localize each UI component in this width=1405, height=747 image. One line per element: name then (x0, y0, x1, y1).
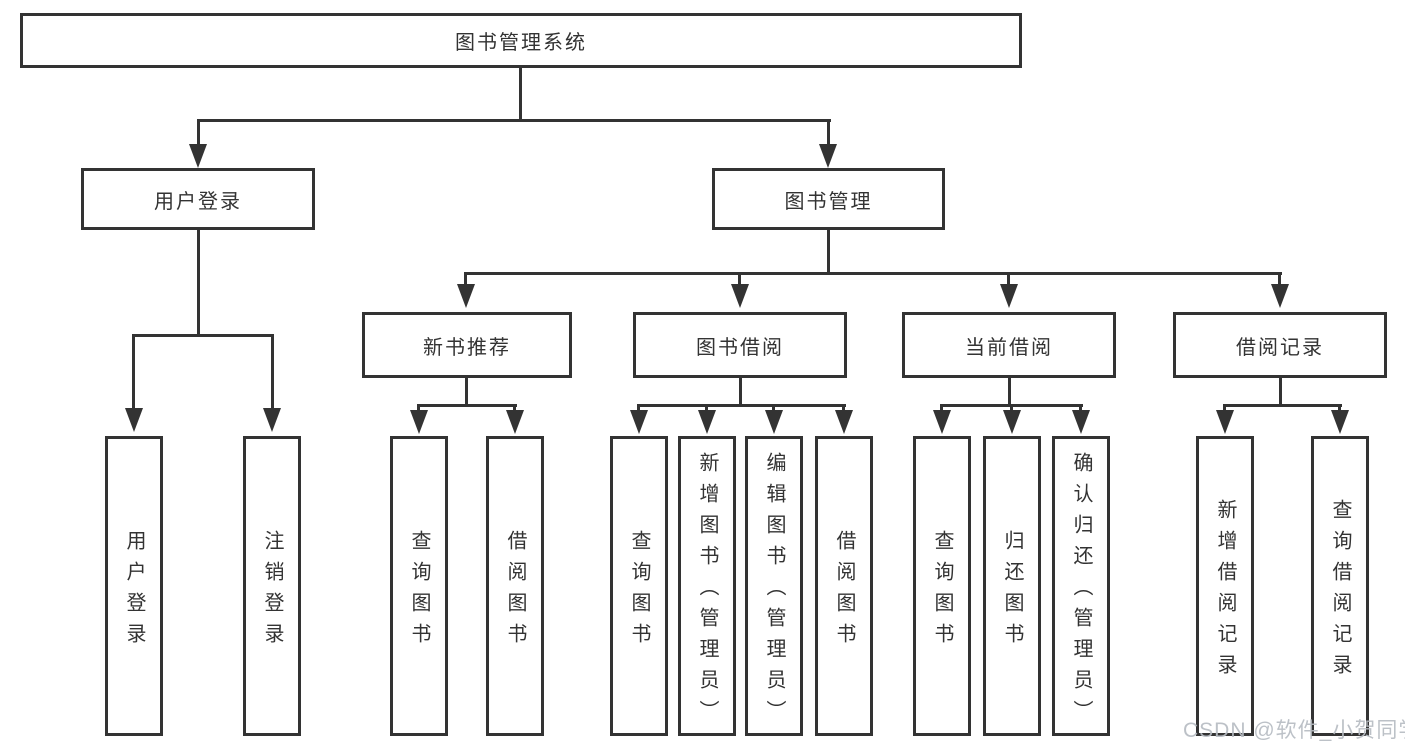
leaf-query-book-3-label: 查询图书 (931, 529, 953, 654)
leaf-confirm-return-admin-label: 确认归还（管理员） (1070, 452, 1092, 731)
arrow-down-book-borrowing (731, 284, 749, 308)
leaf-add-book-admin: 新增图书（管理员） (678, 436, 736, 736)
arrow-down-current-borrowing (1000, 284, 1018, 308)
connector-user-login-drop (197, 230, 200, 336)
arrow-down-add-book (698, 410, 716, 434)
connector-borrowing-records-drop (1279, 378, 1282, 407)
leaf-edit-book-admin: 编辑图书（管理员） (745, 436, 803, 736)
node-book-management-label: 图书管理 (784, 190, 873, 213)
arrow-down-confirm-return (1072, 410, 1090, 434)
leaf-query-book-3: 查询图书 (913, 436, 971, 736)
connector-stem-return-book (1010, 404, 1013, 412)
connector-stem-borrow-book-2 (842, 404, 845, 412)
leaf-return-book-label: 归还图书 (1001, 529, 1023, 654)
connector-stem-add-record (1223, 404, 1226, 412)
node-user-login-label: 用户登录 (154, 190, 242, 213)
leaf-add-borrow-record-label: 新增借阅记录 (1214, 498, 1236, 685)
leaf-add-borrow-record: 新增借阅记录 (1196, 436, 1254, 736)
connector-new-book-drop (465, 378, 468, 407)
leaf-query-book-1: 查询图书 (390, 436, 448, 736)
leaf-logout: 注销登录 (243, 436, 301, 736)
connector-user-login-rail (132, 334, 274, 337)
connector-stem-edit-book (772, 404, 775, 412)
connector-stem-query-book-1 (417, 404, 420, 412)
arrow-down-user-login (189, 144, 207, 168)
node-current-borrowing: 当前借阅 (902, 312, 1116, 378)
connector-stem-book-borrowing (738, 272, 741, 286)
node-borrowing-records: 借阅记录 (1173, 312, 1387, 378)
connector-book-management-drop (827, 230, 830, 274)
leaf-add-book-admin-label: 新增图书（管理员） (696, 452, 718, 731)
connector-borrowing-records-rail (1223, 404, 1342, 407)
leaf-query-book-1-label: 查询图书 (408, 529, 430, 654)
node-book-management: 图书管理 (712, 168, 945, 230)
leaf-query-book-2: 查询图书 (610, 436, 668, 736)
connector-level3-rail (465, 272, 1282, 275)
connector-book-borrowing-rail (637, 404, 846, 407)
arrow-down-borrow-book-1 (506, 410, 524, 434)
connector-stem-new-book (464, 272, 467, 286)
arrow-down-query-record (1331, 410, 1349, 434)
connector-stem-login (132, 334, 135, 408)
node-book-borrowing: 图书借阅 (633, 312, 847, 378)
node-current-borrowing-label: 当前借阅 (965, 336, 1053, 359)
leaf-user-login-label: 用户登录 (123, 529, 145, 654)
leaf-edit-book-admin-label: 编辑图书（管理员） (763, 452, 785, 731)
connector-stem-book-management (827, 119, 830, 147)
arrow-down-query-book-1 (410, 410, 428, 434)
connector-stem-borrowing-records (1278, 272, 1281, 286)
connector-stem-logout (271, 334, 274, 408)
csdn-watermark: CSDN @软件_小贺同学 (1183, 719, 1405, 742)
node-borrowing-records-label: 借阅记录 (1236, 336, 1324, 359)
connector-level1-rail (197, 119, 831, 122)
node-new-book-recommend: 新书推荐 (362, 312, 572, 378)
arrow-down-query-book-2 (630, 410, 648, 434)
leaf-query-book-2-label: 查询图书 (628, 529, 650, 654)
arrow-down-login (125, 408, 143, 432)
arrow-down-edit-book (765, 410, 783, 434)
arrow-down-logout (263, 408, 281, 432)
arrow-down-add-record (1216, 410, 1234, 434)
arrow-down-new-book (457, 284, 475, 308)
node-user-login: 用户登录 (81, 168, 315, 230)
connector-stem-current-borrowing (1007, 272, 1010, 286)
connector-stem-add-book (705, 404, 708, 412)
connector-stem-confirm-return (1079, 404, 1082, 412)
connector-stem-query-book-3 (940, 404, 943, 412)
leaf-borrow-book-1: 借阅图书 (486, 436, 544, 736)
connector-current-borrowing-drop (1008, 378, 1011, 407)
connector-stem-user-login (197, 119, 200, 147)
leaf-return-book: 归还图书 (983, 436, 1041, 736)
leaf-confirm-return-admin: 确认归还（管理员） (1052, 436, 1110, 736)
connector-root-drop (519, 68, 522, 121)
node-root-label: 图书管理系统 (455, 32, 587, 54)
leaf-user-login: 用户登录 (105, 436, 163, 736)
leaf-borrow-book-2: 借阅图书 (815, 436, 873, 736)
connector-book-borrowing-drop (739, 378, 742, 407)
leaf-query-borrow-record-label: 查询借阅记录 (1329, 498, 1351, 685)
node-root-library-system: 图书管理系统 (20, 13, 1022, 68)
connector-stem-query-book-2 (637, 404, 640, 412)
arrow-down-borrow-book-2 (835, 410, 853, 434)
connector-new-book-rail (417, 404, 517, 407)
arrow-down-borrowing-records (1271, 284, 1289, 308)
connector-stem-query-record (1338, 404, 1341, 412)
arrow-down-query-book-3 (933, 410, 951, 434)
leaf-borrow-book-2-label: 借阅图书 (833, 529, 855, 654)
node-new-book-recommend-label: 新书推荐 (423, 336, 511, 359)
leaf-logout-label: 注销登录 (261, 529, 283, 654)
leaf-borrow-book-1-label: 借阅图书 (504, 529, 526, 654)
connector-stem-borrow-book-1 (513, 404, 516, 412)
arrow-down-return-book (1003, 410, 1021, 434)
arrow-down-book-management (819, 144, 837, 168)
node-book-borrowing-label: 图书借阅 (696, 336, 784, 359)
leaf-query-borrow-record: 查询借阅记录 (1311, 436, 1369, 736)
